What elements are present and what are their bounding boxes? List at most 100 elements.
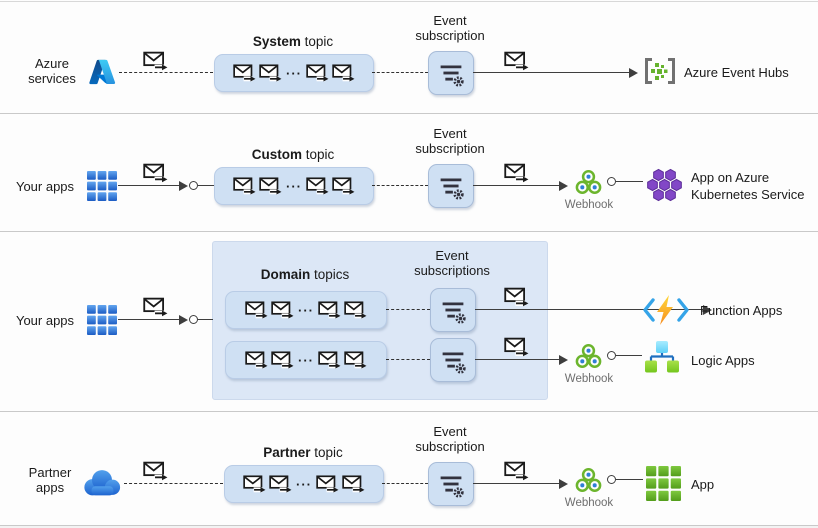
message-envelope-icon [342, 475, 365, 493]
connector-circle [189, 315, 198, 324]
flow-line [616, 355, 642, 356]
flow-line [386, 309, 430, 310]
message-envelope-icon [245, 301, 268, 319]
event-filter-icon [436, 293, 470, 327]
dest-label-aks: App on Azure Kubernetes Service [691, 170, 805, 202]
domain-topic-box-2: ··· [225, 341, 387, 379]
message-envelope-icon [344, 301, 367, 319]
topic-label-domain: Domain topics [260, 267, 350, 282]
event-filter-icon [434, 56, 468, 90]
webhook-label: Webhook [564, 199, 614, 211]
event-subscription-label: Event subscription [415, 424, 485, 454]
message-envelope-icon [233, 64, 256, 82]
message-envelope-icon [143, 461, 168, 481]
message-envelope-icon [306, 64, 329, 82]
message-envelope-icon [318, 351, 341, 369]
band-separator-3 [0, 411, 818, 412]
apps-grid-icon [87, 171, 117, 201]
event-filter-icon [436, 343, 470, 377]
webhook-label: Webhook [564, 497, 614, 509]
arrowhead [703, 304, 712, 315]
event-filter-icon [434, 169, 468, 203]
message-envelope-icon [143, 51, 168, 71]
topic-label-system: System topic [252, 34, 334, 49]
bottom-strip [0, 526, 818, 528]
ellipsis: ··· [286, 65, 302, 81]
event-hubs-icon [643, 56, 677, 86]
message-envelope-icon [332, 177, 355, 195]
source-label-your-apps: Your apps [15, 313, 75, 328]
event-filter-icon [434, 467, 468, 501]
dest-label-event-hubs: Azure Event Hubs [684, 65, 789, 80]
arrowhead [559, 478, 568, 489]
band-separator-2 [0, 231, 818, 232]
message-envelope-icon [243, 475, 266, 493]
ellipsis: ··· [296, 476, 312, 492]
message-envelope-icon [271, 301, 294, 319]
message-envelope-icon [269, 475, 292, 493]
arrowhead [559, 180, 568, 191]
message-envelope-icon [245, 351, 268, 369]
message-envelope-icon [504, 337, 529, 357]
domain-topic-box-1: ··· [225, 291, 387, 329]
webhook-icon [574, 168, 603, 197]
logic-apps-icon [642, 341, 682, 379]
app-grid-icon [646, 466, 681, 501]
flow-line [473, 72, 630, 73]
message-envelope-icon [318, 301, 341, 319]
band-separator-1 [0, 113, 818, 114]
system-topic-box: ··· [214, 54, 374, 92]
apps-grid-icon [87, 305, 117, 335]
event-subscription-label: Event subscription [415, 126, 485, 156]
kubernetes-icon [644, 168, 685, 202]
event-subscription-box [428, 164, 474, 208]
azure-logo-icon [88, 58, 116, 86]
dest-label-app: App [691, 477, 715, 492]
event-subscription-box [428, 462, 474, 506]
flow-line [475, 309, 704, 310]
source-label-azure-services: Azure services [28, 56, 76, 86]
event-subscription-box [430, 338, 476, 382]
ellipsis: ··· [298, 302, 314, 318]
message-envelope-icon [259, 64, 282, 82]
message-envelope-icon [271, 351, 294, 369]
function-apps-icon [642, 293, 690, 327]
flow-line [198, 185, 214, 186]
flow-line [616, 479, 643, 480]
connector-circle [607, 351, 616, 360]
ellipsis: ··· [298, 352, 314, 368]
flow-line [198, 319, 213, 320]
message-envelope-icon [306, 177, 329, 195]
message-envelope-icon [143, 297, 168, 317]
arrowhead [179, 314, 188, 325]
event-subscription-box [430, 288, 476, 332]
message-envelope-icon [143, 163, 168, 183]
message-envelope-icon [332, 64, 355, 82]
flow-line [372, 72, 428, 73]
message-envelope-icon [316, 475, 339, 493]
flow-line [616, 181, 643, 182]
message-envelope-icon [504, 287, 529, 307]
arrowhead [629, 67, 638, 78]
flow-line [124, 483, 223, 484]
flow-line [119, 72, 213, 73]
dest-label-function-apps: Function Apps [700, 303, 783, 318]
source-label-your-apps: Your apps [15, 179, 75, 194]
top-border [0, 1, 818, 2]
topic-label-partner: Partner topic [263, 445, 343, 460]
flow-line [386, 359, 430, 360]
bottom-border [0, 525, 818, 526]
message-envelope-icon [259, 177, 282, 195]
partner-topic-box: ··· [224, 465, 384, 503]
flow-line [118, 319, 180, 320]
topic-label-custom: Custom topic [251, 147, 335, 162]
partner-cloud-icon [82, 468, 122, 497]
arrowhead [559, 354, 568, 365]
flow-line [473, 483, 560, 484]
ellipsis: ··· [286, 178, 302, 194]
flow-line [382, 483, 428, 484]
message-envelope-icon [504, 51, 529, 71]
arrowhead [179, 180, 188, 191]
message-envelope-icon [504, 461, 529, 481]
